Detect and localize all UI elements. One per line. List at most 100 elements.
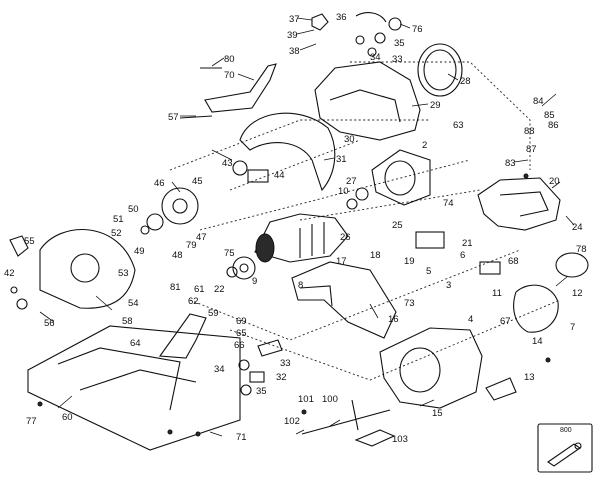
leader-lines: [39, 17, 575, 437]
callout-label: 51: [113, 214, 124, 225]
callout-label: 34: [370, 52, 381, 63]
callout-label: 78: [576, 244, 587, 255]
callout-label: 20: [549, 176, 560, 187]
callout-label: 21: [462, 238, 473, 249]
callout-label: 44: [274, 170, 285, 181]
callout-label: 28: [460, 76, 471, 87]
callout-label: 12: [572, 288, 583, 299]
callout-label: 70: [224, 70, 235, 81]
callout-label: 74: [443, 198, 454, 209]
callout-label: 85: [544, 110, 555, 121]
callout-label: 17: [336, 256, 347, 267]
callout-label: 61: [194, 284, 205, 295]
callout-label: 8: [298, 280, 303, 291]
callout-label: 77: [26, 416, 37, 427]
callout-label: 66: [234, 340, 245, 351]
guard-ring-part: [417, 43, 463, 97]
spring-part: [367, 47, 377, 57]
callout-label: 5: [426, 266, 431, 277]
bevel-bracket-part: [158, 313, 207, 359]
callout-label: 50: [128, 204, 139, 215]
nut-part: [374, 32, 386, 44]
main-handle-part: [291, 261, 397, 339]
callout-label: 19: [404, 256, 415, 267]
callout-label: 53: [118, 268, 129, 279]
callout-label: 56: [44, 318, 55, 329]
callout-label: 35: [256, 386, 267, 397]
callout-label: 39: [287, 30, 298, 41]
base-shoe-part: [27, 325, 241, 451]
upper-housing-part: [314, 61, 421, 141]
inset-box: 800: [537, 423, 593, 473]
hardware-dots: [37, 173, 551, 437]
clip-part: [355, 12, 387, 23]
callout-label: 69: [236, 316, 247, 327]
callout-label: 3: [446, 280, 451, 291]
callout-label: 7: [570, 322, 575, 333]
callout-label: 83: [505, 158, 516, 169]
callout-label: 75: [224, 248, 235, 259]
bearing-part: [232, 160, 248, 176]
callout-label: 38: [289, 46, 300, 57]
callout-label: 31: [336, 154, 347, 165]
callout-label: 22: [214, 284, 225, 295]
callout-label: 6: [460, 250, 465, 261]
callout-label: 58: [122, 316, 133, 327]
callout-label: 57: [168, 112, 179, 123]
callout-label: 54: [128, 298, 139, 309]
washer-part: [388, 17, 402, 31]
end-cap-part: [513, 284, 559, 333]
callout-label: 88: [524, 126, 535, 137]
callout-label: 68: [508, 256, 519, 267]
guard-lever-part: [204, 63, 277, 113]
callout-label: 64: [130, 338, 141, 349]
callout-label: 101: [298, 394, 314, 405]
lower-guard-part: [39, 229, 136, 309]
callout-label: 33: [280, 358, 291, 369]
callout-label: 13: [524, 372, 535, 383]
lever-part: [311, 13, 329, 31]
callout-label: 59: [208, 308, 219, 319]
inset-label: 800: [560, 427, 572, 434]
callout-label: 62: [188, 296, 199, 307]
alignment-lines: [169, 61, 561, 381]
gear-part: [232, 256, 256, 280]
callout-label: 67: [500, 316, 511, 327]
clamp-plate-part: [161, 187, 199, 225]
callout-label: 34: [214, 364, 225, 375]
callout-label: 79: [186, 240, 197, 251]
callout-label: 84: [533, 96, 544, 107]
callout-label: 14: [532, 336, 543, 347]
callout-label: 60: [62, 412, 73, 423]
callout-label: 100: [322, 394, 338, 405]
callout-label: 4: [468, 314, 473, 325]
callout-label: 46: [154, 178, 165, 189]
upper-guard-part: [239, 112, 336, 192]
callout-label: 30: [344, 134, 355, 145]
callout-label: 36: [336, 12, 347, 23]
callout-label: 80: [224, 54, 235, 65]
callout-label: 16: [388, 314, 399, 325]
motor-housing-part: [379, 327, 483, 409]
callout-label: 55: [24, 236, 35, 247]
callout-labels: 37 36 76 39 35 38 34 33 80 70 28 29 57 8…: [4, 12, 587, 445]
callout-label: 48: [172, 250, 183, 261]
callout-label: 52: [111, 228, 122, 239]
callout-label: 86: [548, 120, 559, 131]
armature-part: [254, 213, 349, 263]
callout-label: 11: [492, 288, 502, 299]
screw-head-part: [355, 35, 365, 45]
callout-label: 71: [236, 432, 247, 443]
callout-label: 35: [394, 38, 405, 49]
callout-label: 103: [392, 434, 408, 445]
callout-label: 32: [276, 372, 287, 383]
rear-handle-part: [477, 177, 561, 231]
callout-label: 81: [170, 282, 181, 293]
callout-label: 73: [404, 298, 415, 309]
callout-label: 24: [572, 222, 583, 233]
callout-label: 42: [4, 268, 15, 279]
rip-fence-rod-part: [301, 409, 391, 435]
callout-label: 65: [236, 328, 247, 339]
callout-label: 27: [346, 176, 357, 187]
